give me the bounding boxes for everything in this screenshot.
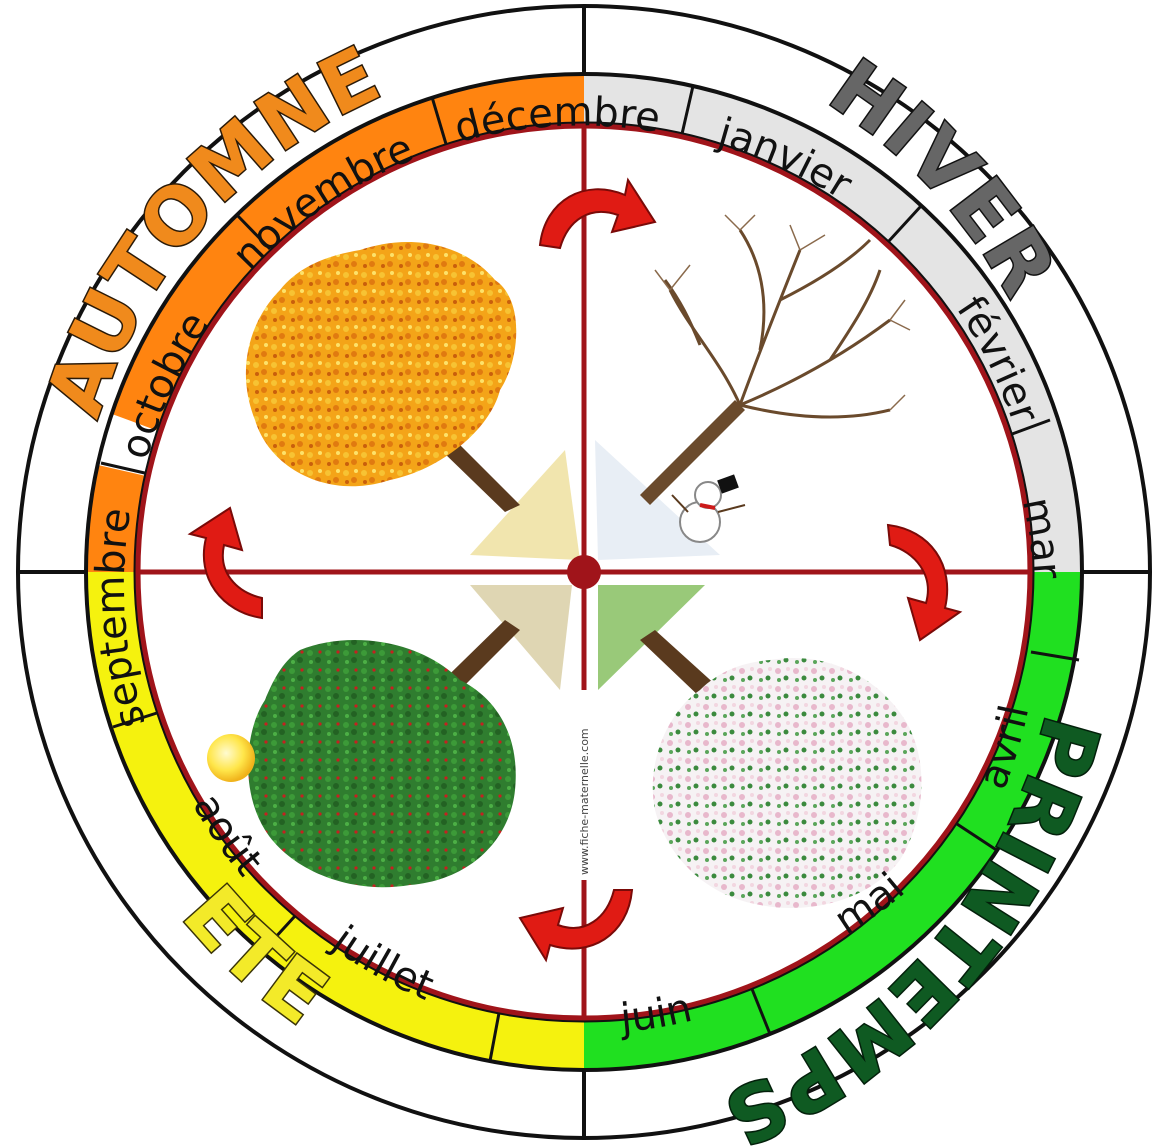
sun-icon (207, 734, 255, 782)
summer-tree-icon (248, 620, 520, 887)
site-credit: www.fiche-maternelle.com (578, 728, 591, 875)
center-pin (567, 555, 601, 589)
